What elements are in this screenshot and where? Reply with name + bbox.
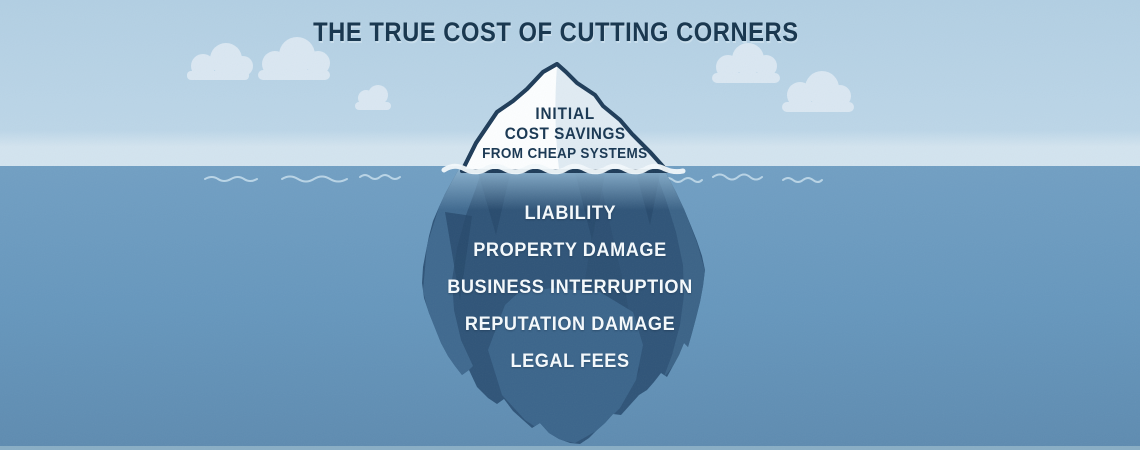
grain-texture	[0, 0, 1140, 450]
scene-canvas	[0, 0, 1140, 450]
iceberg-infographic: THE TRUE COST OF CUTTING CORNERS INITIAL…	[0, 0, 1140, 450]
